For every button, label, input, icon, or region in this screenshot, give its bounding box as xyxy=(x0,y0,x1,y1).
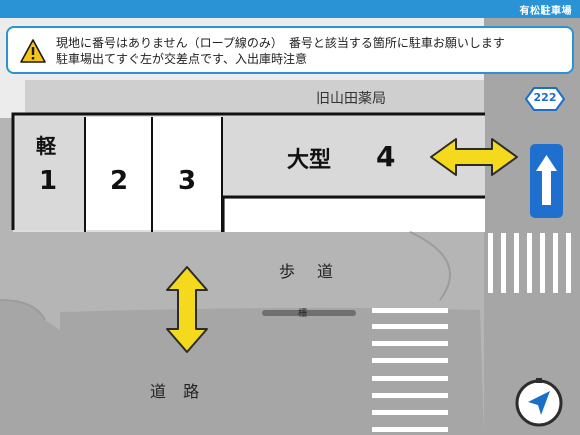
notice-text-line-1: 現地に番号はありません（ロープ線のみ） 番号と該当する箇所に駐車お願いします xyxy=(56,36,505,50)
road-label: 道 路 xyxy=(150,382,206,401)
crosswalk-stripe xyxy=(372,410,448,415)
notice-text-line-2: 駐車場出てすぐ左が交差点です、入出庫時注意 xyxy=(56,52,308,66)
building-label: 旧山田薬局 xyxy=(316,91,386,107)
crosswalk-stripe xyxy=(372,376,448,381)
route-badge xyxy=(525,87,565,111)
slot-4-type-label: 大型 xyxy=(287,148,332,173)
slot-3 xyxy=(153,117,221,230)
slot-1 xyxy=(16,117,85,230)
crosswalk-stripe xyxy=(488,233,493,293)
access-double-arrow-icon xyxy=(166,266,208,353)
road xyxy=(60,307,484,435)
sidewalk xyxy=(0,232,480,290)
side-street xyxy=(484,18,580,435)
crosswalk-stripe xyxy=(372,358,448,363)
header-title: 有松駐車場 xyxy=(519,6,572,17)
building-area xyxy=(25,80,485,116)
crosswalk-stripe xyxy=(527,233,532,293)
fence-label: 柵 xyxy=(298,309,308,319)
navigation-arrow-icon[interactable] xyxy=(514,378,564,428)
corner-edge xyxy=(409,231,451,301)
crosswalk-stripe xyxy=(501,233,506,293)
slot-1-number: 1 xyxy=(39,166,58,196)
up-arrow-icon xyxy=(536,155,557,205)
crosswalk-stripe xyxy=(514,233,519,293)
slot-1-type-label: 軽 xyxy=(36,134,56,158)
warning-icon xyxy=(20,39,46,63)
curb xyxy=(0,285,440,315)
route-number: 222 xyxy=(533,91,557,104)
slot-4-number: 4 xyxy=(376,140,396,173)
fence-bar xyxy=(262,310,356,316)
slot-2 xyxy=(86,117,152,230)
slot-4-line xyxy=(221,195,485,232)
notice-banner: 現地に番号はありません（ロープ線のみ） 番号と該当する箇所に駐車お願いします 駐… xyxy=(6,26,574,74)
crosswalk-stripe xyxy=(372,393,448,398)
crosswalk-stripe xyxy=(372,427,448,432)
crosswalk-stripe xyxy=(553,233,558,293)
entrance-double-arrow-icon xyxy=(430,138,518,176)
sidewalk-label: 歩 道 xyxy=(279,262,337,281)
slot-3-number: 3 xyxy=(178,166,197,196)
road-left xyxy=(0,300,60,435)
top-bar: 有松駐車場 xyxy=(0,0,580,18)
lot-rope-line xyxy=(11,112,485,230)
crosswalk-stripe xyxy=(540,233,545,293)
crosswalk-stripe xyxy=(372,324,448,329)
curb-edge xyxy=(0,299,46,321)
crosswalk-stripe xyxy=(566,233,571,293)
crosswalk-stripe xyxy=(372,308,448,313)
crosswalk-stripe xyxy=(372,341,448,346)
lot-white-area xyxy=(225,199,485,232)
slot-2-number: 2 xyxy=(110,166,129,196)
